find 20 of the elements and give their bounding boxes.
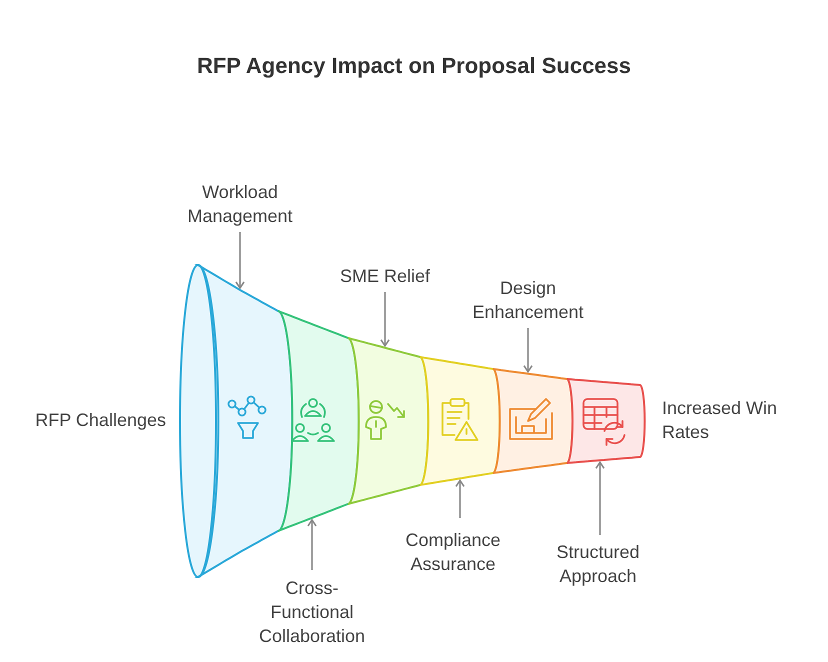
stage-label: Structured Approach xyxy=(538,540,658,588)
end-label: Increased Win Rates xyxy=(662,397,778,444)
funnel-segment xyxy=(419,356,501,486)
stage-label: Cross-Functional Collaboration xyxy=(252,576,372,648)
title: RFP Agency Impact on Proposal Success xyxy=(196,53,632,79)
leader-arrow xyxy=(455,480,465,518)
stage-label: Workload Management xyxy=(165,180,315,228)
end-label: RFP Challenges xyxy=(34,409,166,432)
leader-arrow xyxy=(595,462,605,535)
stage-label: SME Relief xyxy=(320,264,450,288)
leader-arrow xyxy=(235,232,245,289)
stage-label: Design Enhancement xyxy=(458,276,598,324)
funnel-segment xyxy=(347,337,430,505)
funnel-segment xyxy=(277,310,360,532)
stage-label: Compliance Assurance xyxy=(383,528,523,576)
leader-arrow xyxy=(523,328,533,373)
funnel-segment xyxy=(492,368,574,474)
leader-arrow xyxy=(380,292,390,347)
funnel-mouth-segment xyxy=(179,264,294,578)
leader-arrow xyxy=(307,519,317,570)
